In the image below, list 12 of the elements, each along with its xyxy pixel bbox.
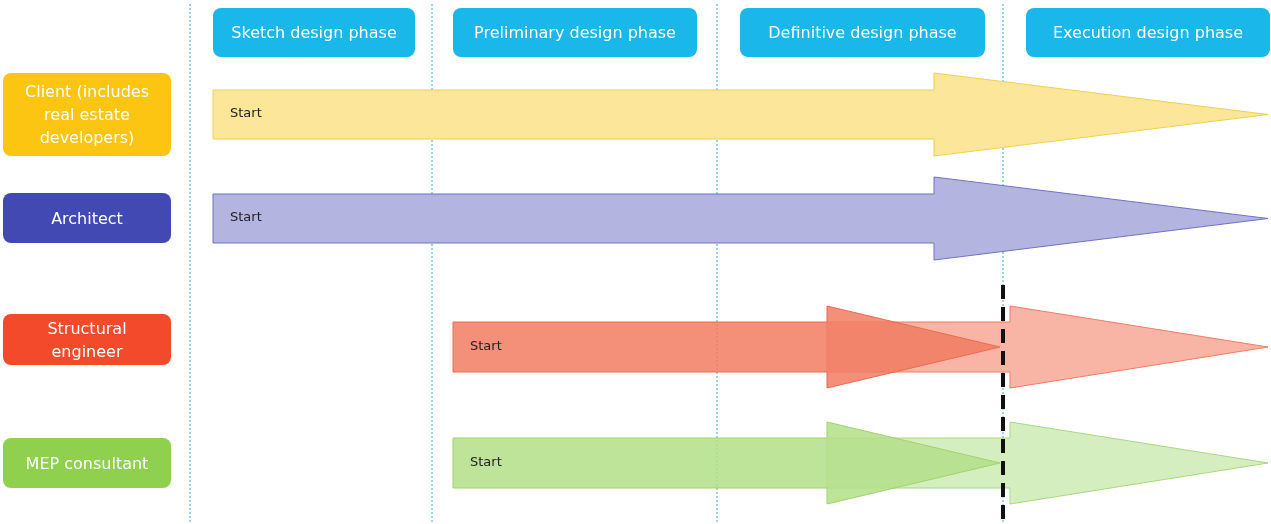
phase-header: Execution design phase — [1026, 8, 1270, 57]
start-label: Start — [470, 338, 502, 353]
role-box: Client (includes real estate developers) — [3, 73, 171, 156]
phase-header: Preliminary design phase — [453, 8, 697, 57]
start-label: Start — [230, 105, 262, 120]
role-box: Structural engineer — [3, 314, 171, 365]
start-label: Start — [470, 454, 502, 469]
phase-header: Sketch design phase — [213, 8, 415, 57]
phase-header: Definitive design phase — [740, 8, 985, 57]
start-label: Start — [230, 209, 262, 224]
role-box: MEP consultant — [3, 438, 171, 488]
role-box: Architect — [3, 193, 171, 243]
